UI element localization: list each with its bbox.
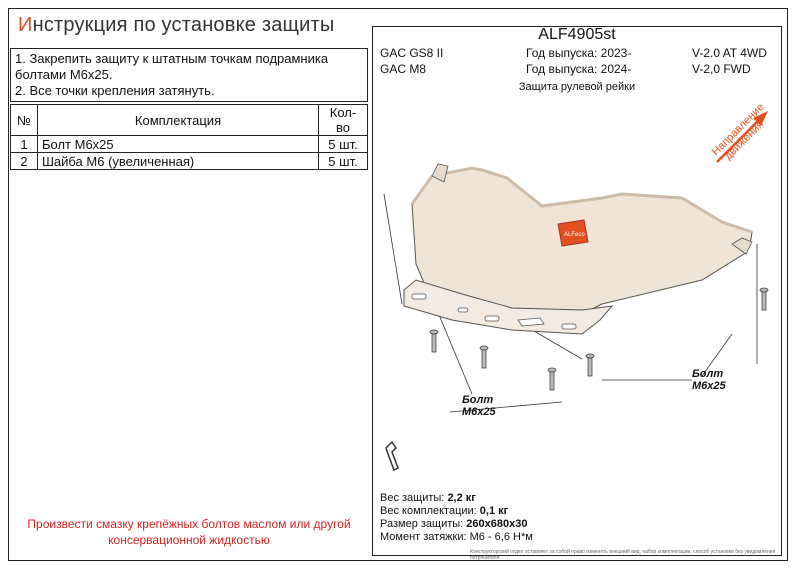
logo-text: ALFeco (564, 232, 585, 238)
wrench-icon (385, 440, 399, 472)
page-frame (8, 8, 788, 561)
bolt-icons (429, 287, 769, 391)
bolt-label-word: Болт (692, 368, 724, 380)
instruction-line-3: 2. Все точки крепления затянуть. (15, 83, 215, 98)
bolt-icon (585, 353, 595, 377)
bolt-label-word: Болт (462, 394, 494, 406)
installation-drawing: Направление движения ALFeco (383, 101, 769, 472)
spec-label: Вес защиты: (380, 492, 445, 504)
year-1: Год выпуска: 2023- (526, 46, 632, 60)
bolt-icon (429, 329, 439, 353)
spec-label: Момент затяжки: (380, 531, 467, 543)
spec-value: 0,1 кг (479, 505, 509, 517)
instruction-line-2: болтами М6х25. (15, 67, 113, 82)
bolt-icon (759, 287, 769, 311)
drawing-subtitle: Защита рулевой рейки (518, 81, 636, 93)
bolt-icon (547, 367, 557, 391)
instructions-box: 1. Закрепить защиту к штатным точкам под… (10, 48, 368, 102)
spec-label: Вес комплектации: (380, 505, 477, 517)
year-2: Год выпуска: 2024- (526, 62, 632, 76)
kit-row-qty: 5 шт. (318, 152, 368, 170)
table-row: 1 Болт М6х25 5 шт. (10, 135, 368, 153)
kit-row-num: 1 (10, 135, 38, 153)
kit-table-header: № Комплектация Кол-во (10, 104, 368, 136)
part-number: ALF4905st (538, 26, 616, 43)
kit-row-num: 2 (10, 152, 38, 170)
kit-row-qty: 5 шт. (318, 135, 368, 153)
engine-1: V-2.0 AT 4WD (692, 46, 767, 60)
direction-label: Направление движения (710, 101, 767, 162)
spec-weight: Вес защиты: 2,2 кг (380, 492, 533, 505)
model-2: GAC M8 (380, 62, 427, 76)
instruction-line-1: 1. Закрепить защиту к штатным точкам под… (15, 51, 329, 66)
page-title: Инструкция по установке защиты (18, 14, 335, 37)
bolt-label-size: М6х25 (692, 380, 726, 392)
kit-col-num: № (10, 104, 38, 136)
spec-value: 260х680х30 (466, 518, 528, 530)
drawing-frame (372, 26, 782, 556)
grease-notice-line-2: консервационной жидкостью (108, 533, 270, 547)
spec-value: 2,2 кг (447, 492, 476, 504)
spec-torque: Момент затяжки: М6 - 6,6 Н*м (380, 531, 533, 544)
kit-row-name: Шайба М6 (увеличенная) (37, 152, 319, 170)
footer-note: Конструкторский отдел оставляет за собой… (470, 549, 776, 561)
grease-notice: Произвести смазку крепёжных болтов масло… (10, 516, 368, 548)
engine-2: V-2,0 FWD (692, 62, 751, 76)
bolt-icon (479, 345, 489, 369)
direction-arrow-icon (716, 111, 768, 163)
grease-notice-line-1: Произвести смазку крепёжных болтов масло… (27, 517, 351, 531)
spec-label: Размер защиты: (380, 518, 464, 530)
kit-table: № Комплектация Кол-во 1 Болт М6х25 5 шт.… (10, 104, 368, 170)
table-row: 2 Шайба М6 (увеличенная) 5 шт. (10, 152, 368, 170)
spec-kit-weight: Вес комплектации: 0,1 кг (380, 505, 533, 518)
kit-row-name: Болт М6х25 (37, 135, 319, 153)
spec-value: М6 - 6,6 Н*м (469, 531, 533, 543)
kit-col-qty: Кол-во (318, 104, 368, 136)
spec-size: Размер защиты: 260х680х30 (380, 518, 533, 531)
bolt-label-right: Болт М6х25 (692, 368, 726, 392)
bolt-label-left: Болт М6х25 (462, 394, 496, 418)
kit-col-name: Комплектация (37, 104, 319, 136)
title-first-letter: И (18, 14, 33, 36)
title-rest: нструкция по установке защиты (32, 14, 335, 36)
model-1: GAC GS8 II (380, 46, 444, 60)
protection-shield: ALFeco (403, 163, 753, 335)
specs-block: Вес защиты: 2,2 кг Вес комплектации: 0,1… (380, 492, 533, 544)
bolt-label-size: М6х25 (462, 406, 496, 418)
